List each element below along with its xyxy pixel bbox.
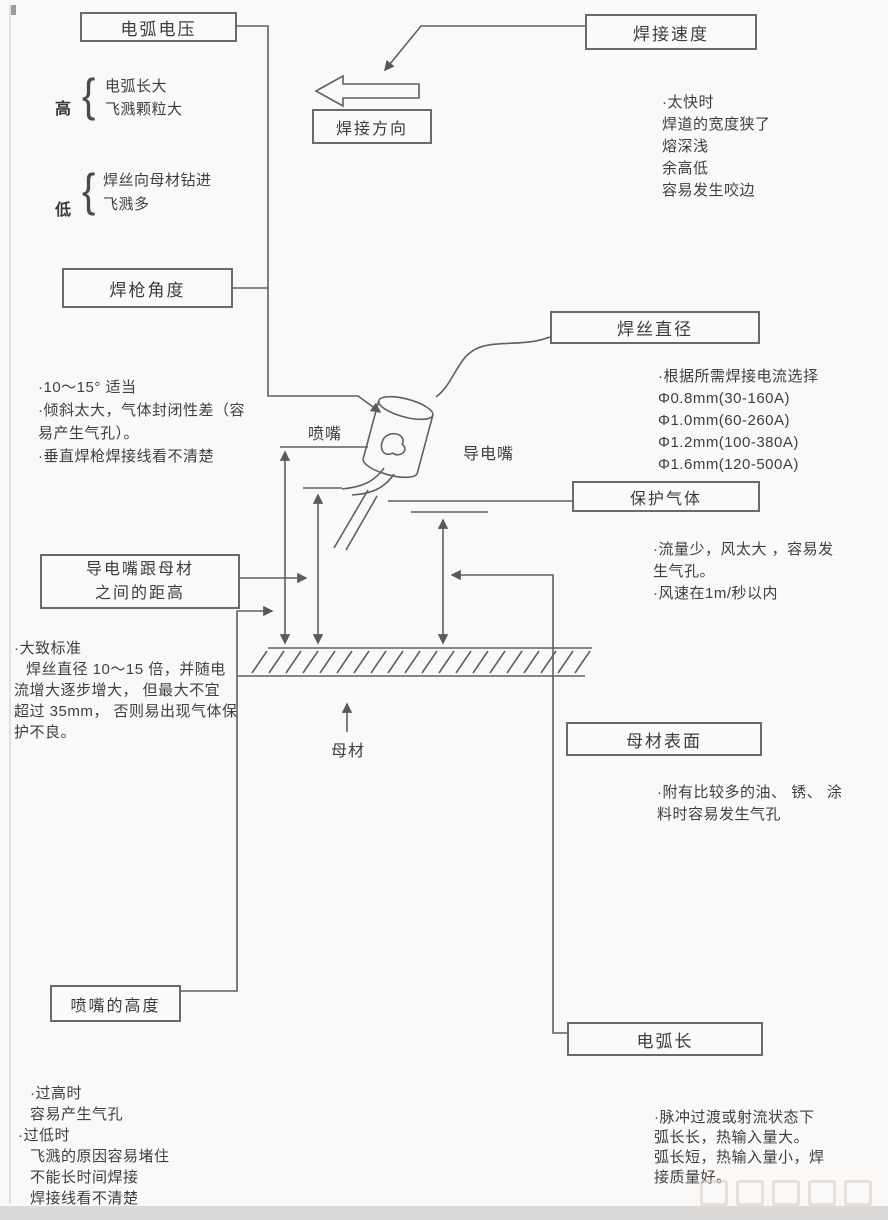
wire-diameter-box: 焊丝直径: [550, 311, 760, 344]
voltage-high-brace: {: [82, 70, 96, 122]
welding-direction-label: 焊接方向: [335, 120, 408, 138]
nozzle-height-connector: [180, 605, 274, 992]
welding-speed-box: 焊接速度: [585, 14, 757, 50]
nozzle-part-label: 喷嘴: [308, 426, 343, 443]
welding-speed-connector: [384, 25, 586, 72]
ctwd-box: 导电嘴跟母材 之间的距高: [40, 554, 240, 609]
voltage-low-items: 焊丝向母材钻进 飞溅多: [103, 172, 212, 213]
voltage-low-brace: {: [82, 165, 96, 217]
corner-mark: [11, 5, 16, 15]
voltage-high-label: 高: [55, 101, 72, 118]
ctwd-label: 导电嘴跟母材 之间的距高: [85, 560, 194, 602]
shielding-gas-box: 保护气体: [572, 481, 760, 512]
voltage-low-label: 低: [55, 202, 72, 219]
welding-direction-arrow: [314, 74, 420, 108]
shielding-gas-label: 保护气体: [629, 490, 702, 508]
torch-cylinder: [362, 395, 434, 479]
welding-direction-box: 焊接方向: [312, 109, 432, 144]
bottom-edge-strip: [0, 1206, 888, 1220]
watermark: [700, 1180, 888, 1210]
nozzle-height-label: 喷嘴的高度: [70, 997, 161, 1015]
torch-angle-label: 焊枪角度: [109, 280, 186, 300]
wire-diameter-notes: ·根据所需焊接电流选择 Φ0.8mm(30-160A) Φ1.0mm(60-26…: [658, 368, 819, 473]
base-surface-label: 母材表面: [626, 731, 702, 751]
base-hatching: [251, 650, 591, 674]
arc-length-notes: ·脉冲过渡或射流状态下 弧长长，热输入量大。 弧长短，热输入量小，焊 接质量好。: [654, 1109, 825, 1186]
contact-tip-part-label: 导电嘴: [463, 446, 515, 463]
welding-speed-notes: ·太快时 焊道的宽度狭了 熔深浅 余高低 容易发生咬边: [662, 94, 771, 199]
shielding-gas-notes: ·流量少，风太大 ，容易发 生气孔。 ·风速在1m/秒以内: [653, 541, 834, 602]
arc-length-connector: [450, 569, 567, 1034]
torch-angle-notes: ·10～15° 适当 ·倾斜太大，气体封闭性差（容 易产生气孔）。 ·垂直焊枪焊…: [38, 379, 245, 465]
welding-speed-label: 焊接速度: [633, 24, 709, 44]
arc-length-box: 电弧长: [567, 1022, 763, 1056]
nozzle-height-notes: ·过高时 容易产生气孔 ·过低时 飞溅的原因容易堵住 不能长时间焊接 焊接线看不…: [18, 1085, 170, 1207]
torch-angle-box: 焊枪角度: [62, 268, 233, 308]
nozzle-height-box: 喷嘴的高度: [50, 985, 181, 1022]
base-part-label: 母材: [331, 743, 366, 760]
wire-diameter-connector: [435, 336, 551, 398]
arc-voltage-box: 电弧电压: [80, 12, 237, 42]
wire-diameter-label: 焊丝直径: [617, 320, 693, 339]
page-edge-line: [9, 4, 11, 1204]
base-surface-box: 母材表面: [566, 722, 762, 756]
voltage-high-items: 电弧长大 飞溅颗粒大: [105, 78, 183, 118]
arc-length-label: 电弧长: [636, 1031, 694, 1051]
ctwd-notes: ·大致标准 焊丝直径 10～15 倍，并随电 流增大逐步增大， 但最大不宜 超过…: [14, 640, 238, 741]
arc-voltage-label: 电弧电压: [120, 19, 197, 39]
arc-voltage-connector: [237, 25, 382, 413]
base-surface-notes: ·附有比较多的油、 锈、 涂 料时容易发生气孔: [657, 784, 843, 823]
